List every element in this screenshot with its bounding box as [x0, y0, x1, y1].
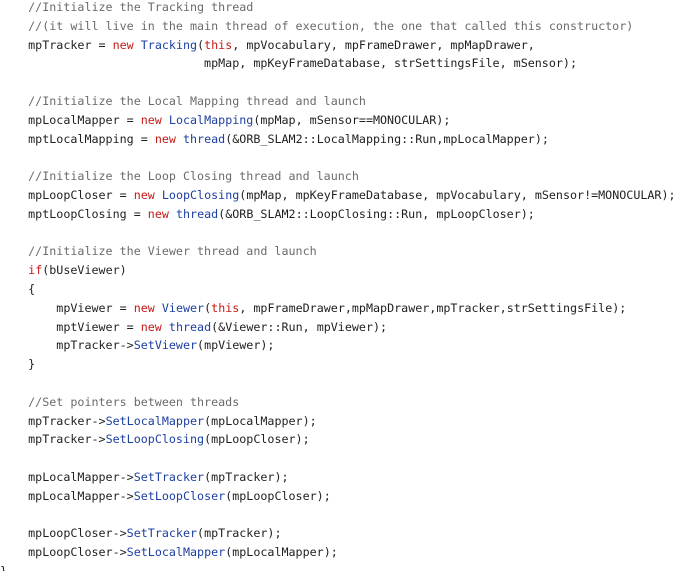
code-token-plain: mpLoopCloser-> — [0, 545, 127, 560]
code-token-plain: } — [0, 564, 8, 571]
code-token-plain: mpLocalMapper-> — [0, 488, 134, 503]
code-token-type: SetLoopClosing — [105, 432, 205, 447]
code-token-comment: //Initialize the Viewer thread and launc… — [0, 244, 317, 259]
code-token-comment: //(it will live in the main thread of ex… — [0, 18, 634, 33]
code-line: } — [0, 355, 35, 373]
code-token-type: Viewer — [161, 300, 205, 315]
code-token-keyword: this — [211, 300, 240, 315]
code-token-keyword: new — [140, 112, 162, 127]
code-token-comment: //Initialize the Local Mapping thread an… — [0, 94, 366, 108]
code-token-plain: , mpFrameDrawer,mpMapDrawer,mpTracker,st… — [239, 300, 627, 315]
code-token-plain: (mpViewer); — [197, 338, 275, 353]
code-token-plain: mpLoopCloser-> — [0, 526, 127, 541]
code-token-keyword: new — [133, 188, 155, 202]
code-token-plain: (mpTracker); — [204, 470, 289, 484]
code-token-keyword: new — [112, 37, 134, 52]
code-token-type: SetViewer — [133, 338, 198, 353]
code-line: mpLoopCloser->SetTracker(mpTracker); — [0, 524, 282, 542]
code-token-plain: mptLocalMapping = — [0, 131, 155, 146]
code-token-type: SetLocalMapper — [105, 413, 205, 428]
code-token-type: SetLoopCloser — [133, 488, 226, 503]
code-token-plain — [162, 320, 169, 334]
code-token-plain: (&Viewer::Run, mpViewer); — [211, 319, 388, 334]
code-token-type: LocalMapping — [168, 112, 254, 127]
code-line: if(bUseViewer) — [0, 261, 127, 279]
code-token-plain: mptViewer = — [0, 319, 141, 334]
code-line: //Set pointers between threads — [0, 393, 239, 411]
code-token-plain: mpLocalMapper = — [0, 112, 141, 127]
code-line: mptLoopClosing = new thread(&ORB_SLAM2::… — [0, 205, 535, 223]
code-token-keyword: new — [133, 300, 155, 315]
code-token-type: LoopClosing — [161, 188, 240, 202]
code-token-plain — [155, 188, 162, 202]
code-line: mpTracker->SetLocalMapper(mpLocalMapper)… — [0, 412, 317, 430]
code-line: mpLocalMapper->SetLoopCloser(mpLoopClose… — [0, 487, 331, 505]
code-token-plain: mpTracker = — [0, 37, 113, 52]
code-line: } — [0, 562, 7, 571]
code-token-plain: (mpMap, mpKeyFrameDatabase, mpVocabulary… — [239, 188, 676, 202]
code-line: //Initialize the Loop Closing thread and… — [0, 167, 359, 185]
code-line: //(it will live in the main thread of ex… — [0, 17, 633, 35]
code-token-plain: mpLocalMapper-> — [0, 470, 134, 484]
code-token-plain: , mpVocabulary, mpFrameDrawer, mpMapDraw… — [232, 37, 535, 52]
code-line: //Initialize the Local Mapping thread an… — [0, 92, 366, 110]
code-line: mpTracker = new Tracking(this, mpVocabul… — [0, 36, 535, 54]
code-token-plain: mpMap, mpKeyFrameDatabase, strSettingsFi… — [0, 56, 577, 71]
code-token-plain: mpTracker-> — [0, 413, 106, 428]
code-token-plain — [155, 301, 162, 315]
code-token-keyword: new — [154, 131, 176, 146]
code-token-plain: (mpLocalMapper); — [225, 545, 338, 560]
code-token-plain: (mpTracker); — [197, 526, 282, 541]
code-line: //Initialize the Viewer thread and launc… — [0, 242, 317, 260]
code-line: mpMap, mpKeyFrameDatabase, strSettingsFi… — [0, 54, 577, 72]
code-token-type: thread — [168, 319, 212, 334]
code-line: mptViewer = new thread(&Viewer::Run, mpV… — [0, 318, 387, 336]
code-token-keyword: if — [28, 263, 43, 278]
code-token-plain: mpViewer = — [0, 300, 134, 315]
code-token-plain: } — [0, 357, 36, 372]
code-token-type: SetLocalMapper — [126, 545, 226, 560]
code-token-type: SetTracker — [126, 526, 198, 541]
code-token-keyword: new — [140, 319, 162, 334]
code-token-plain: (mpLoopCloser); — [225, 488, 331, 503]
code-token-plain: ( — [204, 300, 212, 315]
code-token-plain: (bUseViewer) — [42, 263, 127, 278]
code-line: { — [0, 280, 35, 298]
code-token-plain — [134, 38, 141, 52]
code-token-plain: { — [0, 282, 36, 296]
code-token-comment: //Set pointers between threads — [0, 394, 240, 409]
code-token-comment: //Initialize the Loop Closing thread and… — [0, 169, 359, 184]
code-token-plain — [162, 113, 169, 127]
code-token-type: thread — [175, 206, 219, 221]
code-token-plain — [0, 263, 28, 277]
code-token-plain: ( — [197, 37, 205, 52]
code-token-plain: (mpLoopCloser); — [204, 432, 310, 447]
code-line: //Initialize the Tracking thread — [0, 0, 253, 16]
code-line: mpLocalMapper = new LocalMapping(mpMap, … — [0, 111, 450, 129]
code-token-plain: (&ORB_SLAM2::LocalMapping::Run,mpLocalMa… — [225, 131, 549, 146]
code-token-comment: //Initialize the Tracking thread — [0, 0, 254, 14]
code-line: mpLocalMapper->SetTracker(mpTracker); — [0, 468, 289, 486]
code-token-plain — [176, 132, 183, 146]
code-line: mptLocalMapping = new thread(&ORB_SLAM2:… — [0, 130, 549, 148]
code-token-keyword: this — [204, 37, 233, 52]
code-line: mpViewer = new Viewer(this, mpFrameDrawe… — [0, 299, 626, 317]
code-line: mpLoopCloser->SetLocalMapper(mpLocalMapp… — [0, 543, 338, 561]
code-token-plain: (&ORB_SLAM2::LoopClosing::Run, mpLoopClo… — [218, 206, 535, 221]
code-token-plain: mpLoopCloser = — [0, 188, 134, 202]
code-line: mpTracker->SetViewer(mpViewer); — [0, 336, 274, 354]
code-token-type: Tracking — [140, 37, 198, 52]
code-token-type: thread — [182, 131, 226, 146]
code-token-plain: mpTracker-> — [0, 338, 134, 353]
code-token-plain: mptLoopClosing = — [0, 206, 148, 221]
code-token-plain — [169, 207, 176, 221]
code-line: mpLoopCloser = new LoopClosing(mpMap, mp… — [0, 186, 676, 204]
code-token-type: SetTracker — [133, 470, 205, 484]
code-token-plain: mpTracker-> — [0, 432, 106, 447]
code-token-keyword: new — [147, 206, 169, 221]
code-token-plain: (mpLocalMapper); — [204, 413, 317, 428]
code-token-plain: (mpMap, mSensor==MONOCULAR); — [253, 112, 451, 127]
code-line: mpTracker->SetLoopClosing(mpLoopCloser); — [0, 430, 310, 448]
